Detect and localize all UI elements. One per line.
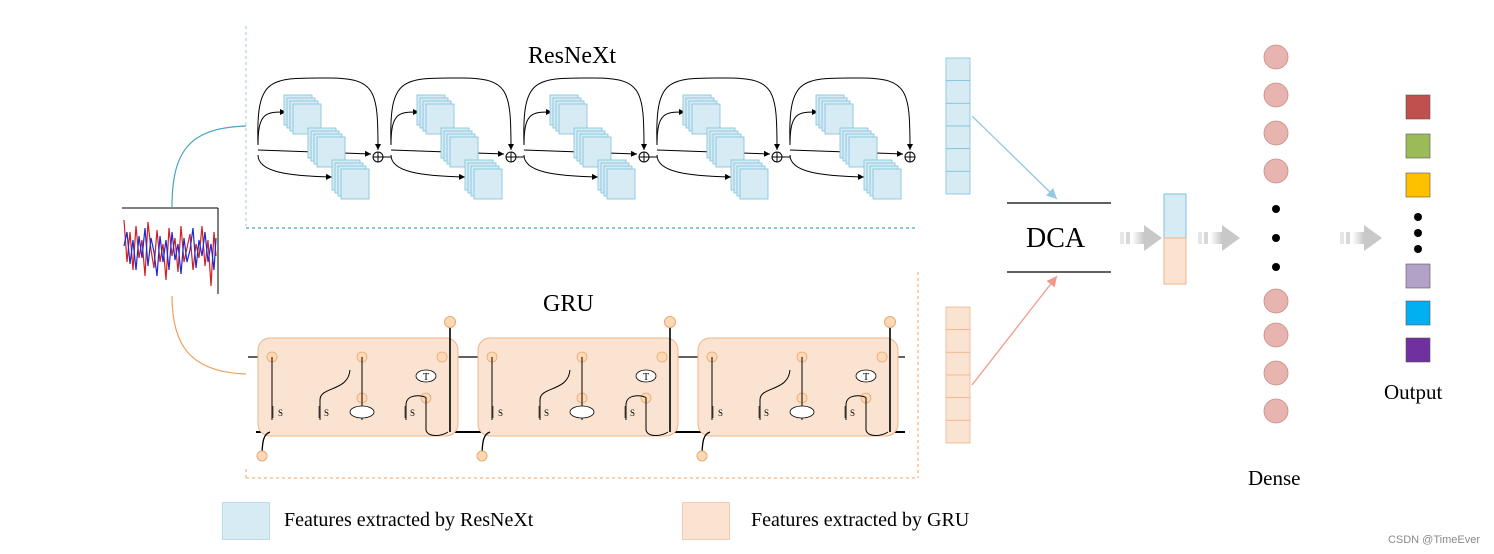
resnext-block [257, 77, 391, 200]
output-label: Output [1384, 380, 1443, 404]
vector-cell [945, 374, 971, 399]
dense-neuron [1263, 120, 1289, 146]
flow-arrow-icon [1120, 225, 1162, 251]
sigmoid-gate-label: S [324, 408, 329, 418]
sigmoid-gate-label: S [410, 408, 415, 418]
flow-arrow-icon [1198, 225, 1240, 251]
gru-gate-node [876, 351, 888, 363]
output-layer [1405, 94, 1431, 363]
resnext-block [789, 77, 916, 200]
ellipsis-dot [1414, 245, 1422, 253]
ellipsis-dot [1414, 229, 1422, 237]
resnext-to-dca-arrow [971, 115, 1058, 200]
tanh-gate-icon [855, 369, 877, 383]
output-class-square [1405, 263, 1431, 289]
dense-neuron [1263, 398, 1289, 424]
gru-input-node [476, 450, 488, 462]
fused-feature-vector [1163, 193, 1187, 285]
legend-swatch-resnext [222, 502, 270, 540]
sigmoid-gate-label: S [718, 408, 723, 418]
tanh-gate-label: T [643, 372, 649, 383]
gru-gate-node [436, 351, 448, 363]
vector-cell [945, 306, 971, 331]
resnext-branch [245, 26, 918, 229]
gru-cell: T S S S [696, 316, 899, 462]
ellipsis-dot [1272, 234, 1280, 242]
tanh-gate-icon [415, 369, 437, 383]
gru-feature-vector [945, 306, 971, 444]
gru-to-dca-arrow [971, 275, 1058, 386]
input-to-resnext-connector [171, 125, 247, 208]
dense-neuron [1263, 82, 1289, 108]
resnext-feature-vector [945, 57, 971, 195]
sigmoid-gate-label: S [850, 408, 855, 418]
output-class-square [1405, 172, 1431, 198]
input-to-gru-connector [171, 295, 247, 375]
gru-input-node [256, 450, 268, 462]
gru-title: GRU [543, 291, 594, 317]
dense-neuron [1263, 288, 1289, 314]
legend-label-gru: Features extracted by GRU [751, 509, 970, 531]
vector-cell [945, 351, 971, 376]
sigmoid-gate-label: S [630, 408, 635, 418]
dense-label: Dense [1248, 466, 1301, 490]
flow-arrow-icon [1340, 225, 1382, 251]
gru-gate-node [656, 351, 668, 363]
vector-cell [945, 148, 971, 172]
gru-output-node [884, 316, 896, 328]
vector-cell [945, 102, 971, 127]
gru-branch: T S S S T S S S T S S S [245, 272, 919, 479]
gru-cell: T S S S [256, 316, 459, 462]
dense-neuron [1263, 322, 1289, 348]
sigmoid-gate-label: S [544, 408, 549, 418]
gru-tanh-node-icon [349, 405, 375, 419]
input-signal-plot [122, 207, 219, 294]
legend-label-resnext: Features extracted by ResNeXt [284, 509, 534, 531]
vector-cell [945, 125, 971, 150]
dense-neuron [1263, 360, 1289, 386]
ellipsis-dot [1272, 205, 1280, 213]
vector-cell [945, 80, 971, 104]
tanh-gate-label: T [423, 372, 429, 383]
output-class-square [1405, 94, 1431, 120]
tanh-gate-icon [635, 369, 657, 383]
gru-output-node [444, 316, 456, 328]
vector-cell [945, 170, 971, 195]
resnext-block [523, 77, 657, 200]
legend-swatch-gru [682, 502, 730, 540]
vector-cell [945, 57, 971, 82]
output-class-square [1405, 133, 1431, 159]
resnext-title: ResNeXt [528, 43, 616, 69]
dense-neuron [1263, 44, 1289, 70]
resnext-block [390, 77, 524, 200]
sigmoid-gate-label: S [278, 408, 283, 418]
output-class-square [1405, 337, 1431, 363]
tanh-gate-label: T [863, 372, 869, 383]
vector-cell [945, 419, 971, 444]
sigmoid-gate-label: S [498, 408, 503, 418]
gru-input-node [696, 450, 708, 462]
output-class-square [1405, 300, 1431, 326]
gru-cell: T S S S [476, 316, 679, 462]
watermark: CSDN @TimeEver [1387, 534, 1480, 546]
resnext-block [656, 77, 790, 200]
dense-layer [1263, 44, 1289, 424]
vector-cell [945, 397, 971, 421]
dca-label: DCA [1026, 223, 1086, 254]
gru-tanh-node-icon [789, 405, 815, 419]
gru-tanh-node-icon [569, 405, 595, 419]
vector-cell [945, 329, 971, 353]
ellipsis-dot [1414, 213, 1422, 221]
gru-output-node [664, 316, 676, 328]
ellipsis-dot [1272, 263, 1280, 271]
dense-neuron [1263, 158, 1289, 184]
sigmoid-gate-label: S [764, 408, 769, 418]
